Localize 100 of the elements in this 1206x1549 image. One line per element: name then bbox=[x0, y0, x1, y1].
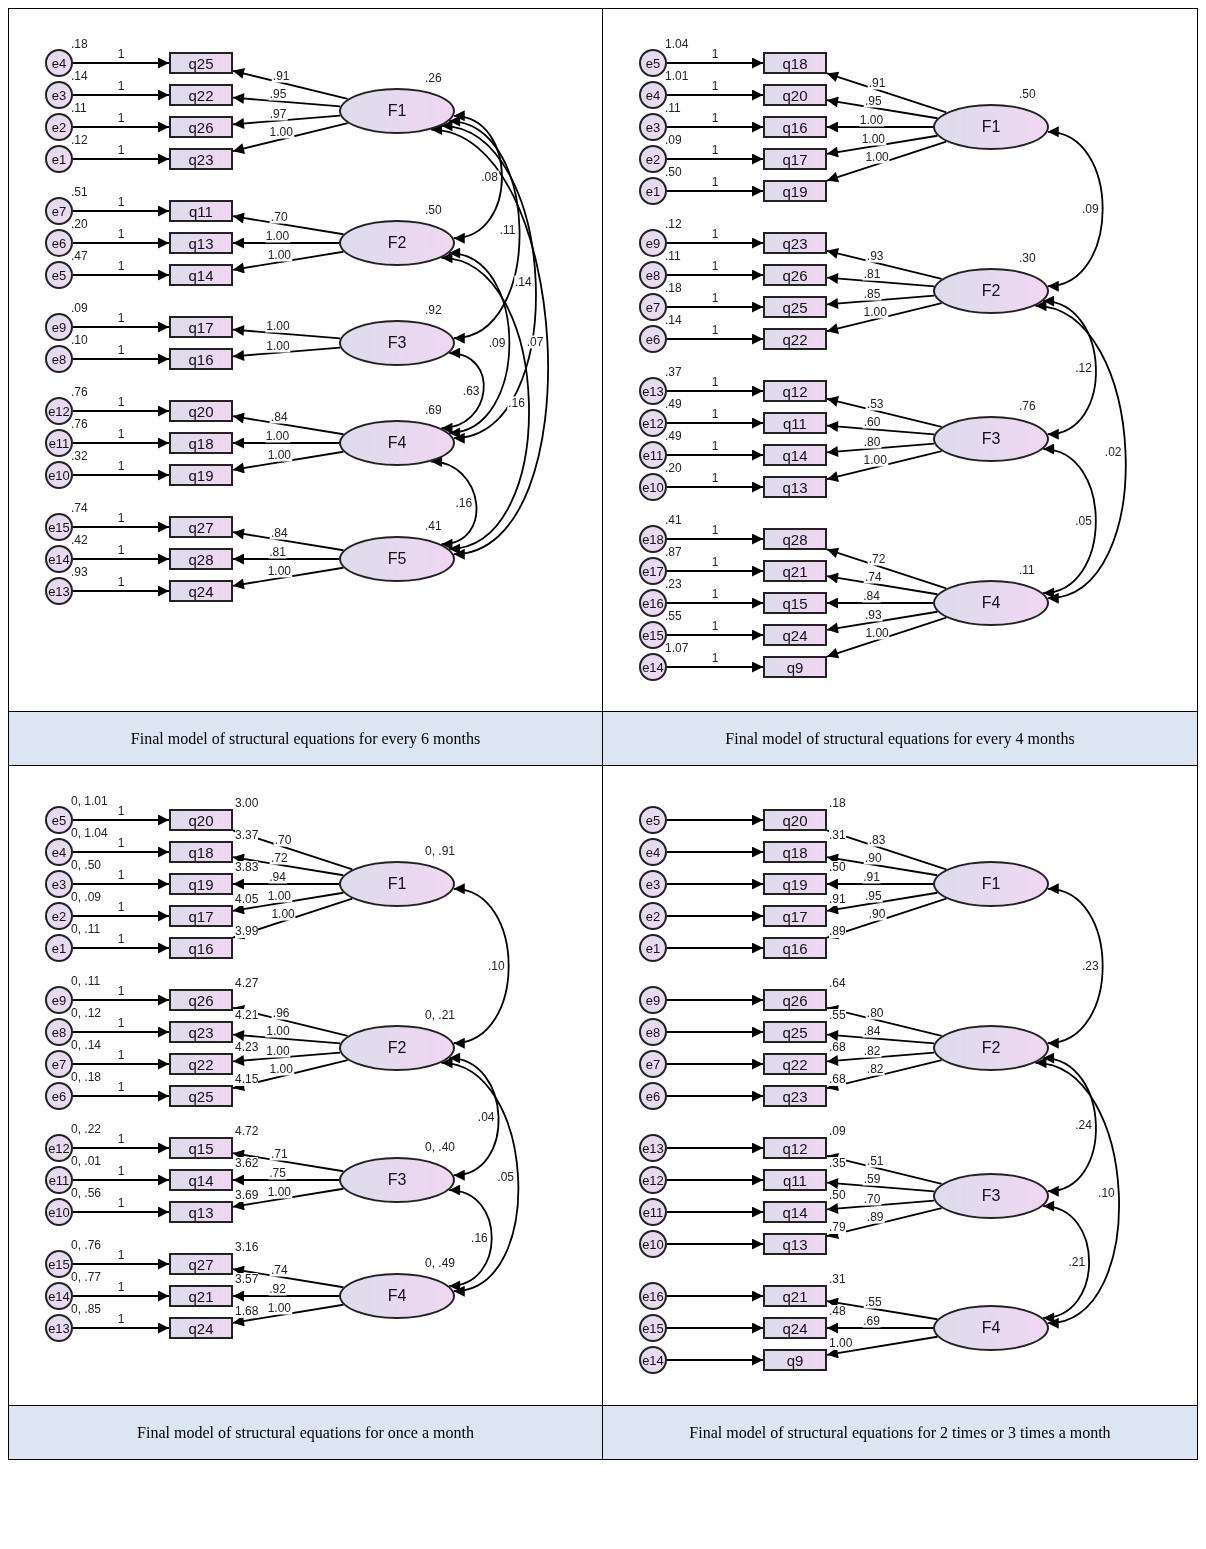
edge-label: 1.00 bbox=[265, 319, 291, 333]
error-term-circle: e5 bbox=[639, 806, 667, 834]
path-arrow bbox=[826, 897, 948, 940]
observed-variable-box: q13 bbox=[169, 1201, 233, 1223]
estimate-label: 0, .77 bbox=[71, 1271, 102, 1284]
observed-variable-box: q19 bbox=[169, 464, 233, 486]
edge-label: 1 bbox=[116, 575, 126, 589]
estimate-label: .48 bbox=[829, 1305, 846, 1318]
edge-label: 1 bbox=[710, 555, 720, 569]
path-arrow bbox=[826, 1005, 943, 1037]
estimate-label: .50 bbox=[1019, 88, 1036, 101]
path-arrow bbox=[666, 910, 764, 922]
edge-label: 1 bbox=[116, 79, 126, 93]
observed-variable-box: q20 bbox=[169, 809, 233, 831]
error-term-circle: e13 bbox=[639, 1134, 667, 1162]
edge-label: .07 bbox=[525, 335, 545, 349]
path-arrow bbox=[826, 302, 943, 334]
estimate-label: 0, .18 bbox=[71, 1071, 102, 1084]
path-arrow bbox=[666, 1142, 764, 1154]
covariance-arrow bbox=[448, 1054, 500, 1179]
edge-label: 1 bbox=[116, 1280, 126, 1294]
path-arrow bbox=[72, 585, 170, 597]
estimate-label: 0, .11 bbox=[71, 923, 101, 936]
edge-label: 1 bbox=[116, 427, 126, 441]
covariance-arrow bbox=[448, 117, 521, 342]
covariance-arrow bbox=[448, 249, 511, 437]
estimate-label: 0, .11 bbox=[71, 975, 101, 988]
observed-variable-box: q26 bbox=[169, 116, 233, 138]
error-term-circle: e12 bbox=[45, 397, 73, 425]
observed-variable-box: q17 bbox=[169, 905, 233, 927]
observed-variable-box: q11 bbox=[763, 412, 827, 434]
edge-label: 1 bbox=[116, 1016, 126, 1030]
observed-variable-box: q26 bbox=[763, 264, 827, 286]
error-term-circle: e5 bbox=[45, 261, 73, 289]
path-arrow bbox=[72, 1090, 170, 1102]
caption-text: Final model of structural equations for every 4 months bbox=[725, 729, 1075, 748]
observed-variable-box: q20 bbox=[763, 809, 827, 831]
error-term-circle: e1 bbox=[45, 145, 73, 173]
observed-variable-box: q18 bbox=[169, 841, 233, 863]
edge-label: 1 bbox=[116, 227, 126, 241]
edge-label: 1.00 bbox=[268, 1062, 294, 1076]
edge-label: .95 bbox=[864, 94, 883, 108]
estimate-label: .55 bbox=[665, 610, 682, 623]
estimate-label: .41 bbox=[425, 520, 442, 533]
edge-label: 1 bbox=[710, 375, 720, 389]
latent-factor-ellipse: F3 bbox=[339, 1157, 455, 1203]
edge-label: 1.00 bbox=[270, 907, 296, 921]
path-arrow bbox=[666, 57, 764, 69]
edge-label: .09 bbox=[1080, 202, 1100, 216]
observed-variable-box: q17 bbox=[763, 905, 827, 927]
estimate-label: 4.23 bbox=[235, 1041, 259, 1054]
path-arrow bbox=[826, 71, 948, 114]
edge-label: 1.00 bbox=[864, 150, 890, 164]
path-arrow bbox=[232, 437, 340, 449]
path-arrow bbox=[72, 1142, 170, 1154]
edge-label: 1 bbox=[116, 1164, 126, 1178]
path-arrow bbox=[826, 597, 934, 609]
path-arrow bbox=[72, 469, 170, 481]
diagram-panel bbox=[8, 766, 603, 1460]
edge-label: .93 bbox=[864, 608, 883, 622]
edge-label: 1 bbox=[710, 143, 720, 157]
edge-label: .53 bbox=[865, 397, 885, 411]
observed-variable-box: q12 bbox=[763, 1137, 827, 1159]
observed-variable-box: q25 bbox=[763, 1021, 827, 1043]
estimate-label: .51 bbox=[71, 186, 88, 199]
edge-label: 1 bbox=[710, 323, 720, 337]
path-arrow bbox=[72, 437, 170, 449]
observed-variable-box: q25 bbox=[763, 296, 827, 318]
error-term-circle: e7 bbox=[639, 293, 667, 321]
estimate-label: 0, .40 bbox=[425, 1141, 456, 1154]
edge-label: .84 bbox=[862, 589, 881, 603]
estimate-label: .26 bbox=[425, 72, 442, 85]
edge-label: 1 bbox=[116, 47, 126, 61]
estimate-label: 3.16 bbox=[235, 1241, 259, 1254]
edge-label: .63 bbox=[461, 384, 481, 398]
edge-label: 1 bbox=[710, 79, 720, 93]
edge-label: .90 bbox=[864, 851, 883, 865]
edge-label: .80 bbox=[865, 1006, 885, 1020]
edge-label: 1.00 bbox=[862, 453, 888, 467]
path-arrow bbox=[232, 68, 349, 100]
covariance-arrow bbox=[430, 127, 549, 557]
edge-label: 1 bbox=[710, 619, 720, 633]
observed-variable-box: q16 bbox=[763, 937, 827, 959]
path-arrow bbox=[666, 1090, 764, 1102]
observed-variable-box: q28 bbox=[169, 548, 233, 570]
edge-label: .74 bbox=[864, 570, 883, 584]
path-arrow bbox=[666, 333, 764, 345]
path-arrow bbox=[72, 1174, 170, 1186]
path-arrow bbox=[666, 661, 764, 673]
error-term-circle: e16 bbox=[639, 589, 667, 617]
edge-label: .60 bbox=[862, 415, 882, 429]
edge-label: .16 bbox=[454, 496, 474, 510]
path-arrow bbox=[72, 1258, 170, 1270]
edge-label: 1.00 bbox=[266, 564, 292, 578]
observed-variable-box: q22 bbox=[763, 1053, 827, 1075]
estimate-label: .14 bbox=[665, 314, 682, 327]
error-term-circle: e4 bbox=[639, 838, 667, 866]
edge-label: 1 bbox=[116, 1080, 126, 1094]
edge-label: 1 bbox=[116, 1248, 126, 1262]
error-term-circle: e12 bbox=[639, 409, 667, 437]
